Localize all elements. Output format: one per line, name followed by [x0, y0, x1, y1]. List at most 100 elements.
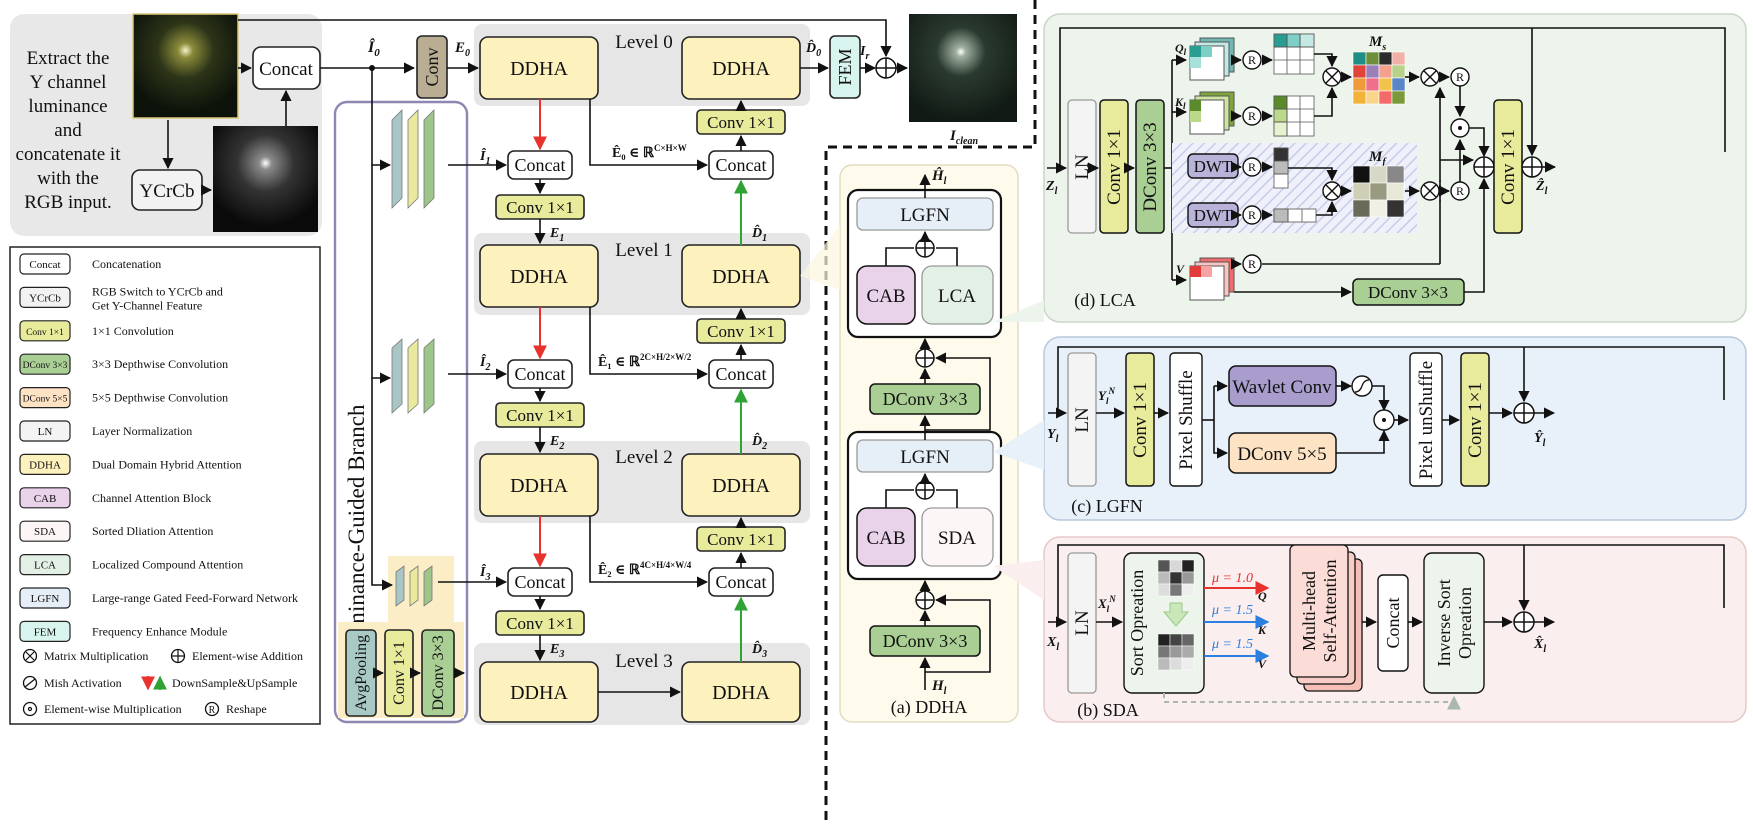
ln-label: LN [1072, 154, 1093, 180]
level-label: Level 2 [615, 447, 673, 468]
matmul-icon [1322, 67, 1342, 87]
legend-swatch [19, 587, 71, 609]
inverse-sort-label-2: Opreation [1455, 587, 1475, 659]
add-op-icon [1473, 156, 1495, 178]
legend-key: DDHA [29, 459, 61, 471]
legend-key: FEM [34, 626, 57, 638]
legend-key: Conv 1×1 [26, 328, 64, 338]
concat-label: Concat [515, 155, 566, 175]
reshape-icon [204, 701, 220, 717]
feature-stack-2 [391, 338, 435, 414]
legend-desc: 5×5 Depthwise Convolution [92, 391, 228, 405]
XN-symbol: XlN [1097, 594, 1116, 614]
lca-label: LCA [938, 286, 976, 307]
legend-desc: Sorted Dliation Attention [92, 524, 213, 538]
E1hat-symbol: Ê₁ ∈ ℝ2C×H/2×W/2 [598, 352, 692, 370]
concat-label: Concat [515, 572, 566, 592]
matmul-icon [1420, 67, 1440, 87]
branch-dconv-label: DConv 3×3 [430, 635, 447, 710]
legend-swatch [19, 487, 71, 509]
I2-symbol: Î2 [479, 353, 490, 373]
mu-v-label: μ = 1.5 [1211, 637, 1253, 652]
matmul-icon [1420, 181, 1440, 201]
dconv-label: DConv 3×3 [883, 631, 968, 651]
legend-key: DConv 5×5 [23, 395, 68, 405]
legend-desc: Frequency Enhance Module [92, 624, 227, 638]
ddha-label: DDHA [510, 475, 568, 497]
elemmul-icon [1450, 118, 1470, 138]
k-symbol: K [1257, 623, 1267, 637]
mu-k-label: μ = 1.5 [1211, 603, 1253, 618]
mhsa-label-1: Multi-head [1299, 571, 1319, 651]
I3-symbol: Î3 [479, 563, 490, 583]
legend-key: SDA [34, 526, 56, 538]
legend-desc: Large-range Gated Feed-Forward Network [92, 591, 298, 605]
cab-label: CAB [866, 528, 905, 549]
conv1x1-label: Conv 1×1 [707, 113, 775, 132]
legend-desc: Channel Attention Block [92, 491, 211, 505]
panel-sda: Xl LN XlN Sort Opreation μ = 1.0 μ = 1.5… [993, 536, 1747, 723]
legend-symbol-desc: Mish Activation [44, 676, 122, 690]
sda-label: SDA [938, 528, 976, 549]
ddha-label: DDHA [510, 682, 568, 704]
legend-key: LN [38, 426, 53, 438]
E0-symbol: E0 [454, 40, 470, 59]
legend-swatch [19, 420, 71, 442]
Y-out-symbol: Ŷl [1534, 429, 1546, 449]
k-symbol: Kl [1174, 95, 1186, 111]
mhsa-label-2: Self-Attention [1320, 560, 1340, 663]
elemmul-icon [1373, 409, 1395, 431]
sort-label: Sort Opreation [1127, 570, 1147, 676]
legend-swatch [19, 320, 71, 342]
legend-desc: Dual Domain Hybrid Attention [92, 457, 242, 471]
conv-label: Conv 1×1 [1104, 129, 1125, 205]
add-op-icon [1513, 402, 1535, 424]
dconv5-label: DConv 5×5 [1237, 444, 1326, 465]
inverse-sort-label-1: Inverse Sort [1434, 579, 1454, 666]
legend-key: LCA [34, 560, 56, 572]
ddha-label: DDHA [712, 682, 770, 704]
Z-out-symbol: Ẑl [1535, 177, 1548, 197]
legend-desc: 3×3 Depthwise Convolution [92, 357, 228, 371]
legend-symbol-desc: Element-wise Addition [192, 649, 303, 663]
add-op-icon [1521, 156, 1543, 178]
extract-note-line: Y channel [30, 72, 107, 93]
lgfn-label: LGFN [900, 205, 950, 226]
wavlet-label: Wavlet Conv [1232, 377, 1332, 398]
pixel-shuffle-label: Pixel Shuffle [1176, 370, 1197, 469]
Z-in-symbol: Zl [1045, 179, 1058, 197]
legend-symbol-desc: Element-wise Multiplication [44, 702, 182, 716]
X-in-symbol: Xl [1046, 635, 1059, 653]
panel-d-caption: (d) LCA [1074, 290, 1136, 311]
reshape-icon [1242, 106, 1262, 126]
legend-desc: 1×1 Convolution [92, 324, 174, 338]
conv1x1-label: Conv 1×1 [506, 406, 574, 425]
conv1x1-label: Conv 1×1 [506, 198, 574, 217]
extract-note-line: Extract the [27, 48, 110, 69]
conv-label: Conv 1×1 [1465, 382, 1486, 458]
D0-symbol: D̂0 [805, 39, 821, 59]
clean-image [909, 14, 1017, 122]
avgpool-label: AvgPooling [353, 635, 370, 711]
panel-lca: Zl LN Conv 1×1 DConv 3×3 Ql Kl Q₂ K2 V [993, 13, 1747, 323]
q-symbol: Ql [1175, 41, 1187, 57]
legend-swatch [19, 553, 71, 576]
ddha-label: DDHA [712, 475, 770, 497]
v-symbol: V [1258, 657, 1267, 671]
H-out-symbol: Ĥl [931, 167, 947, 187]
reshape-label: R [1456, 70, 1464, 84]
dconv-label: DConv 3×3 [1140, 122, 1161, 211]
conv1x1-label: Conv 1×1 [506, 614, 574, 633]
level-label: Level 3 [615, 651, 673, 672]
branch-conv1x1-label: Conv 1×1 [391, 641, 408, 705]
luminance-image [213, 126, 318, 232]
legend-symbol-desc: Reshape [226, 702, 267, 716]
conv-label: Conv [422, 47, 442, 86]
concat-label: Concat [716, 572, 767, 592]
extract-note-line: luminance [28, 96, 107, 117]
level-label: Level 1 [615, 240, 673, 261]
extraction-panel: Extract the Y channel luminance and conc… [10, 13, 322, 236]
input-image [132, 13, 239, 119]
